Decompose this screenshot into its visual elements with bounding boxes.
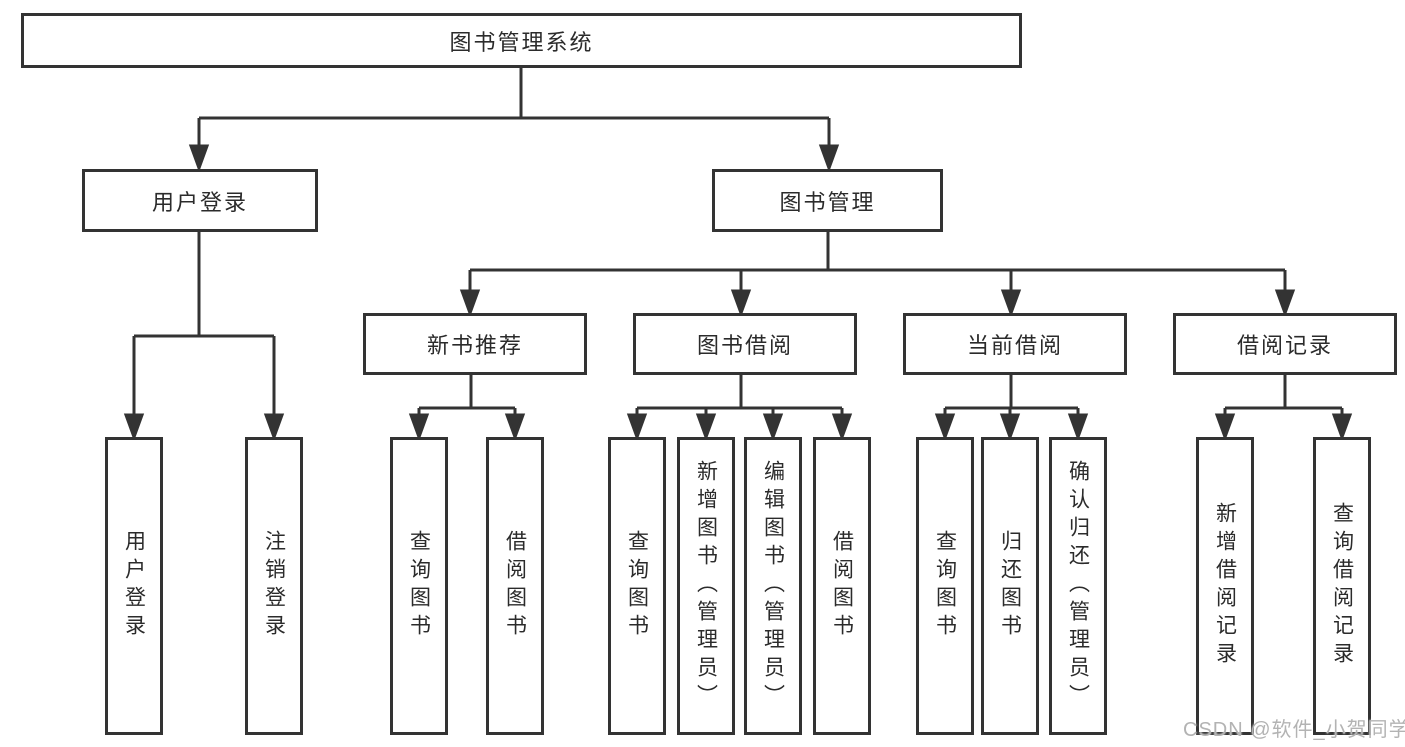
node-label: 借阅记录: [1236, 333, 1333, 358]
leaf-add-books-admin: 新增图书（管理员）: [677, 437, 735, 735]
node-label: 新书推荐: [426, 333, 523, 358]
arrowhead: [626, 413, 648, 442]
node-label: 图书管理系统: [449, 29, 594, 55]
arrowhead: [818, 144, 840, 173]
node-label: 用户登录: [151, 189, 248, 215]
node-book-borrow: 图书借阅: [633, 313, 857, 375]
arrowhead: [459, 289, 481, 318]
leaf-label: 借阅图书: [503, 530, 527, 642]
leaf-query-borrow-record: 查询借阅记录: [1313, 437, 1371, 735]
arrowhead: [730, 289, 752, 318]
node-user-login: 用户登录: [82, 169, 318, 232]
node-book-management: 图书管理: [712, 169, 943, 232]
node-new-book-recommend: 新书推荐: [363, 313, 587, 375]
leaf-edit-books-admin: 编辑图书（管理员）: [744, 437, 802, 735]
arrowhead: [1214, 413, 1236, 442]
leaf-label: 查询借阅记录: [1330, 502, 1354, 670]
leaf-label: 注销登录: [262, 530, 286, 642]
node-borrow-records: 借阅记录: [1173, 313, 1397, 375]
node-label: 当前借阅: [966, 333, 1063, 358]
leaf-label: 借阅图书: [830, 530, 854, 642]
leaf-query-books: 查询图书: [608, 437, 666, 735]
node-label: 图书借阅: [696, 333, 793, 358]
leaf-query-books: 查询图书: [916, 437, 974, 735]
leaf-label: 查询图书: [407, 530, 431, 642]
node-current-borrow: 当前借阅: [903, 313, 1127, 375]
arrowhead: [999, 413, 1021, 442]
csdn-watermark: CSDN @软件_小贺同学: [1183, 719, 1405, 741]
node-label: 图书管理: [779, 189, 876, 215]
arrowhead: [1000, 289, 1022, 318]
leaf-label: 新增借阅记录: [1213, 502, 1237, 670]
leaf-label: 新增图书（管理员）: [694, 460, 718, 712]
arrowhead: [1067, 413, 1089, 442]
leaf-borrow-books: 借阅图书: [486, 437, 544, 735]
leaf-label: 确认归还（管理员）: [1066, 460, 1090, 712]
arrowhead: [934, 413, 956, 442]
leaf-label: 查询图书: [625, 530, 649, 642]
leaf-query-books: 查询图书: [390, 437, 448, 735]
arrowhead: [831, 413, 853, 442]
arrowhead: [762, 413, 784, 442]
leaf-logout: 注销登录: [245, 437, 303, 735]
leaf-label: 归还图书: [998, 530, 1022, 642]
arrowhead: [504, 413, 526, 442]
leaf-confirm-return-admin: 确认归还（管理员）: [1049, 437, 1107, 735]
leaf-label: 用户登录: [122, 530, 146, 642]
arrowhead: [408, 413, 430, 442]
leaf-return-books: 归还图书: [981, 437, 1039, 735]
leaf-add-borrow-record: 新增借阅记录: [1196, 437, 1254, 735]
arrowhead: [188, 144, 210, 173]
leaf-label: 查询图书: [933, 530, 957, 642]
node-root-system: 图书管理系统: [21, 13, 1022, 68]
arrowhead: [695, 413, 717, 442]
arrowhead: [1331, 413, 1353, 442]
arrowhead: [263, 413, 285, 442]
leaf-borrow-books: 借阅图书: [813, 437, 871, 735]
arrowhead: [1274, 289, 1296, 318]
arrowhead: [123, 413, 145, 442]
leaf-label: 编辑图书（管理员）: [761, 460, 785, 712]
leaf-user-login: 用户登录: [105, 437, 163, 735]
